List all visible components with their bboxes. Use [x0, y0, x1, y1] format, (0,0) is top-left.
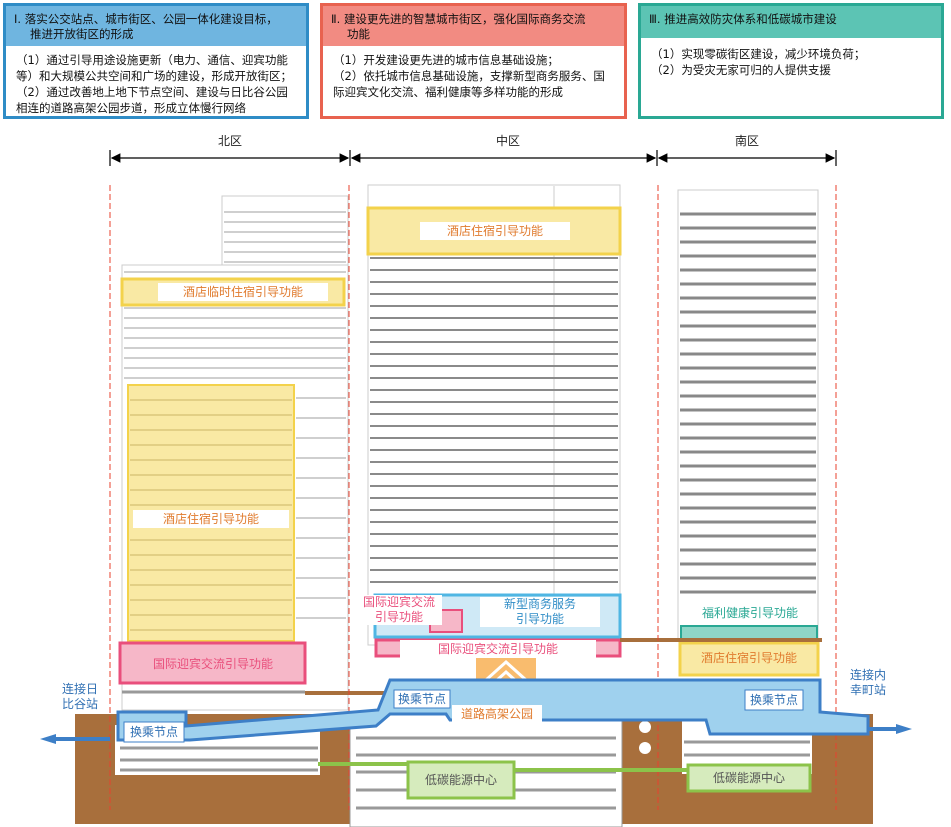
goal-title-1-line1: Ⅰ. 落实公交站点、城市街区、公园一体化建设目标，: [14, 12, 278, 26]
goal-3-line-2: （2）为受灾无家可归的人提供支援: [651, 63, 831, 77]
label-connect-uchisaiwaicho-line2: 幸町站: [849, 683, 886, 697]
goal-title-3: Ⅲ. 推进高效防灾体系和低碳城市建设: [641, 6, 941, 38]
transfer-node-boxes: [123, 689, 804, 743]
label-welfare: 福利健康引导功能: [683, 604, 817, 622]
zone-label-north: 北区: [218, 134, 243, 148]
north-building: [118, 195, 349, 711]
label-connect-hibiya-line2: 比谷站: [61, 697, 98, 711]
label-connect-hibiya: 连接日 比谷站: [50, 682, 110, 712]
goal-1-line-4: 相连的道路高架公园步道，形成立体慢行网络: [16, 101, 246, 115]
goal-1-line-2: 等）和大规模公共空间和广场的建设，形成开放街区；: [16, 69, 292, 83]
label-intl-mid-small: 国际迎宾交流 引导功能: [356, 595, 442, 625]
label-hotel-temp: 酒店临时住宿引导功能: [158, 283, 328, 301]
label-business: 新型商务服务 引导功能: [480, 597, 600, 627]
goal-2-line-3: 际迎宾文化交流、福利健康等多样功能的形成: [333, 85, 563, 99]
zone-dimension-lines: [109, 150, 837, 166]
goal-title-2-line2: 功能: [347, 27, 370, 41]
goal-2-line-1: （1）开发建设更先进的城市信息基础设施；: [333, 53, 559, 67]
label-business-line1: 新型商务服务: [503, 597, 576, 611]
zone-label-mid: 中区: [496, 134, 521, 148]
label-transfer-mid: 换乘节点: [397, 692, 446, 706]
mid-building: [349, 184, 623, 827]
label-hotel-north: 酒店住宿引导功能: [133, 510, 289, 528]
label-hotel-south: 酒店住宿引导功能: [700, 651, 797, 665]
goal-title-3-line1: Ⅲ. 推进高效防灾体系和低碳城市建设: [649, 12, 837, 26]
zone-dividers: [109, 185, 837, 810]
south-building: [639, 189, 820, 774]
goal-title-2: Ⅱ. 建设更先进的智慧城市街区，强化国际商务交流 功能: [323, 6, 624, 46]
label-intl-mid: 国际迎宾交流引导功能: [400, 640, 596, 658]
label-connect-uchisaiwaicho-line1: 连接内: [849, 668, 886, 682]
label-transfer-north: 换乘节点: [129, 725, 178, 739]
goal-body-1: （1）通过引导用途设施更新（电力、通信、迎宾功能 等）和大规模公共空间和广场的建…: [6, 46, 306, 122]
label-business-line2: 引导功能: [515, 612, 564, 626]
label-intl-north: 国际迎宾交流引导功能: [152, 657, 273, 671]
label-intl-mid-small-line2: 引导功能: [374, 610, 423, 624]
label-hotel-mid: 酒店住宿引导功能: [420, 222, 570, 240]
goal-title-2-line1: Ⅱ. 建设更先进的智慧城市街区，强化国际商务交流: [331, 12, 586, 26]
goal-3-line-1: （1）实现零碳街区建设，减少环境负荷；: [651, 47, 866, 61]
deck-line: [305, 638, 822, 695]
goal-1-line-1: （1）通过引导用途设施更新（电力、通信、迎宾功能: [16, 53, 288, 67]
goal-1-line-3: （2）通过改善地上地下节点空间、建设与日比谷公园: [16, 85, 288, 99]
label-energy-south: 低碳能源中心: [712, 771, 785, 785]
goal-body-3: （1）实现零碳街区建设，减少环境负荷； （2）为受灾无家可归的人提供支援: [641, 38, 941, 84]
connection-arrows: [40, 724, 912, 744]
zone-label-south: 南区: [735, 134, 760, 148]
goal-title-1: Ⅰ. 落实公交站点、城市街区、公园一体化建设目标， 推进开放街区的形成: [6, 6, 306, 46]
label-road-park: 道路高架公园: [452, 705, 542, 723]
label-connect-hibiya-line1: 连接日: [61, 682, 98, 696]
goal-box-3: Ⅲ. 推进高效防灾体系和低碳城市建设 （1）实现零碳街区建设，减少环境负荷； （…: [638, 3, 944, 119]
label-energy-mid: 低碳能源中心: [424, 773, 497, 787]
label-connect-uchisaiwaicho: 连接内 幸町站: [838, 668, 898, 698]
label-intl-mid-small-line1: 国际迎宾交流: [362, 595, 435, 609]
goal-body-2: （1）开发建设更先进的城市信息基础设施； （2）依托城市信息基础设施，支撑新型商…: [323, 46, 624, 106]
label-transfer-south: 换乘节点: [749, 693, 798, 707]
goal-box-2: Ⅱ. 建设更先进的智慧城市街区，强化国际商务交流 功能 （1）开发建设更先进的城…: [320, 3, 627, 119]
goal-title-1-line2: 推进开放街区的形成: [30, 27, 134, 41]
goal-box-1: Ⅰ. 落实公交站点、城市街区、公园一体化建设目标， 推进开放街区的形成 （1）通…: [3, 3, 309, 119]
energy-network: [318, 760, 812, 800]
goal-2-line-2: （2）依托城市信息基础设施，支撑新型商务服务、国: [333, 69, 605, 83]
